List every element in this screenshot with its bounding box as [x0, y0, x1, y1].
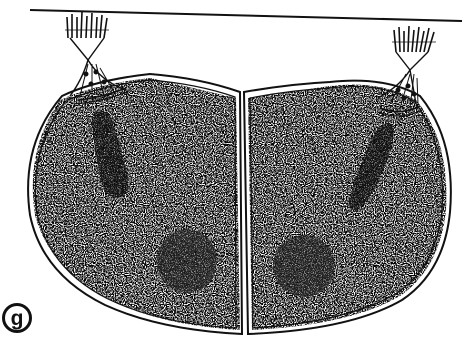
right-nucleus [273, 235, 335, 297]
surface-line [30, 10, 462, 21]
left-nucleus [157, 229, 217, 293]
left-cilia-tuft [65, 12, 109, 38]
panel-label: g [2, 303, 32, 333]
right-cilia-tuft [392, 26, 436, 52]
